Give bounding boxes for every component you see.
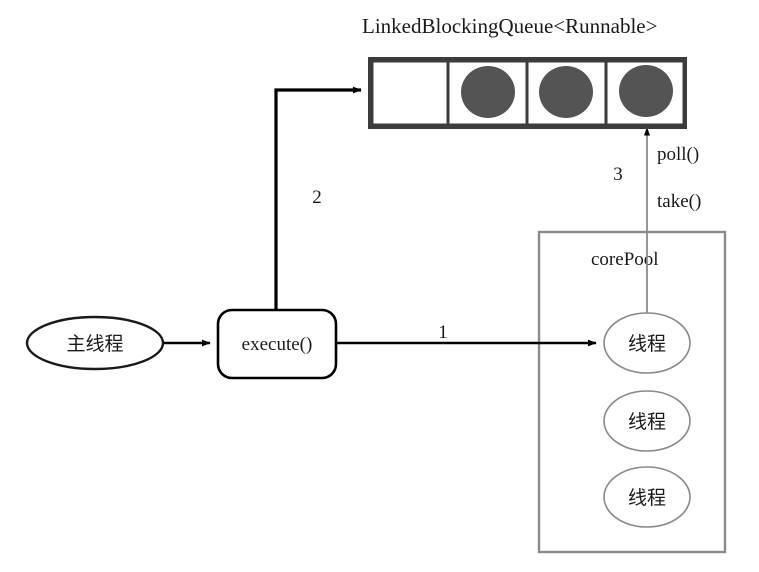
thread-ellipse	[603, 390, 691, 452]
core-pool-group: corePool 线程 线程 线程	[537, 230, 727, 554]
queue-cell-2	[525, 59, 608, 127]
execute-label: execute()	[242, 334, 313, 355]
edge-label-1: 1	[438, 322, 448, 343]
queued-task-icon	[461, 66, 515, 118]
edge-label-3: 3	[613, 164, 623, 185]
queue-cell-1	[446, 59, 529, 127]
queue-cell-box	[370, 59, 450, 127]
thread-ellipse	[603, 466, 691, 528]
queued-task-icon	[619, 65, 673, 117]
main-thread-ellipse	[25, 315, 165, 371]
queue-title: LinkedBlockingQueue<Runnable>	[362, 14, 657, 38]
core-pool-thread-1: 线程	[603, 390, 691, 452]
edge-label-2: 2	[312, 187, 322, 208]
thread-label: 线程	[628, 333, 666, 355]
queued-task-icon	[539, 66, 593, 118]
edge-thread-to-queue: 3 poll() take()	[613, 127, 701, 313]
edge-label-poll: poll()	[657, 144, 699, 165]
linked-blocking-queue	[368, 57, 687, 129]
edge-execute-to-queue: 2	[274, 86, 362, 310]
thread-label: 线程	[628, 411, 666, 433]
core-pool-thread-2: 线程	[603, 466, 691, 528]
edge-execute-to-queue-line	[274, 86, 362, 310]
edge-label-take: take()	[657, 191, 701, 212]
main-thread-node: 主线程	[25, 315, 165, 371]
edge-execute-to-thread: 1	[336, 322, 597, 347]
queue-cell-0	[370, 59, 450, 127]
execute-node: execute()	[216, 308, 338, 380]
thread-label: 线程	[628, 487, 666, 509]
main-thread-label: 主线程	[66, 333, 123, 355]
core-pool-label: corePool	[591, 249, 659, 270]
core-pool-thread-0: 线程	[603, 312, 691, 374]
queue-cell-3	[604, 59, 686, 127]
